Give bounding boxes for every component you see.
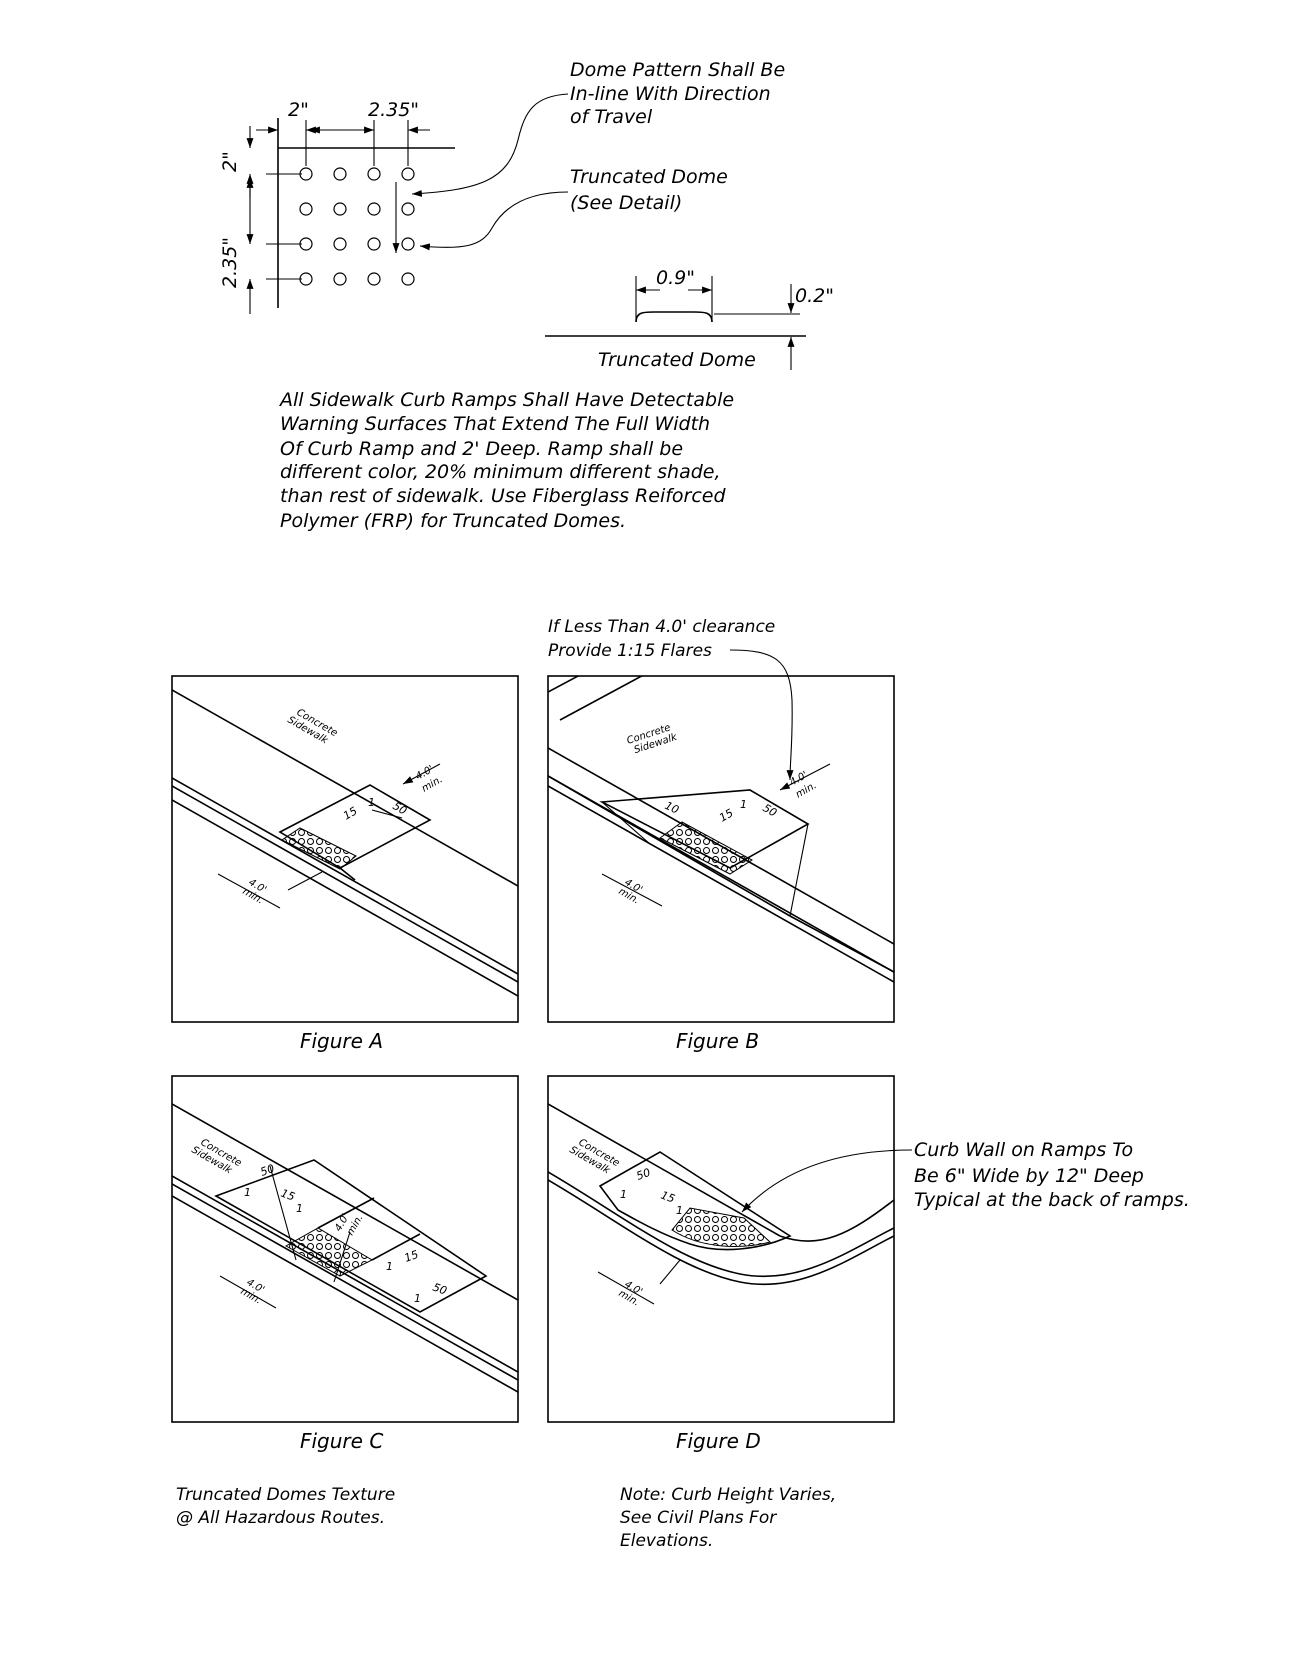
bottom-right-note: Note: Curb Height Varies, See Civil Plan…: [620, 1485, 842, 1551]
dim-235in-v: 2.35": [219, 237, 241, 288]
bottom-right-line3: Elevations.: [620, 1531, 713, 1551]
fig-b-slope-15: 15: [717, 806, 736, 824]
fig-d-slope-1: 1: [620, 1188, 627, 1201]
fig-a-caption: Figure A: [300, 1029, 383, 1053]
figure-b-note-line1: If Less Than 4.0' clearance: [548, 617, 775, 637]
figure-d-note-line2: Be 6" Wide by 12" Deep: [914, 1165, 1144, 1187]
fig-b-caption: Figure B: [676, 1029, 759, 1053]
note-dome-pattern: Dome Pattern Shall Be In-line With Direc…: [570, 59, 791, 128]
fig-c-caption: Figure C: [300, 1429, 383, 1453]
fig-c-slope-50: 50: [259, 1162, 277, 1179]
spec-line1: All Sidewalk Curb Ramps Shall Have Detec…: [278, 389, 734, 411]
fig-c-slope-1d: 1: [414, 1292, 421, 1305]
fig-b-sidewalk: Concrete Sidewalk: [626, 721, 680, 757]
section-label: Truncated Dome: [598, 349, 756, 371]
figure-b-note: If Less Than 4.0' clearance Provide 1:15…: [548, 617, 781, 661]
dim-02in: 0.2": [795, 285, 834, 307]
note-pattern-line1: Dome Pattern Shall Be: [570, 59, 785, 81]
bottom-right-line2: See Civil Plans For: [620, 1508, 777, 1528]
fig-b-slope-10: 10: [663, 799, 681, 817]
figure-c: Concrete Sidewalk 4.0' min. 4.0' min. 50…: [171, 1075, 519, 1453]
dome-grid: [266, 167, 415, 286]
fig-a-slope-15: 15: [341, 804, 360, 822]
fig-a-sidewalk: Concrete Sidewalk: [286, 705, 342, 750]
spec-line2: Warning Surfaces That Extend The Full Wi…: [280, 413, 710, 435]
spec-line6: Polymer (FRP) for Truncated Domes.: [280, 510, 626, 532]
note-pattern-line3: of Travel: [570, 106, 653, 128]
spec-line3: Of Curb Ramp and 2' Deep. Ramp shall be: [280, 438, 683, 460]
note-dome-line1: Truncated Dome: [570, 166, 728, 188]
fig-b-slope-1: 1: [740, 798, 747, 811]
dome-pattern-detail: 2" 2.35" 2" 2.35": [219, 93, 569, 314]
bottom-left-line2: @ All Hazardous Routes.: [176, 1508, 385, 1528]
spec-text: All Sidewalk Curb Ramps Shall Have Detec…: [278, 389, 740, 532]
spec-line4: different color, 20% minimum different s…: [280, 461, 721, 483]
dim-235in-h: 2.35": [368, 99, 419, 121]
dim-2in-v: 2": [219, 151, 241, 172]
fig-b-slope-50: 50: [761, 801, 780, 819]
bottom-right-line1: Note: Curb Height Varies,: [620, 1485, 836, 1505]
figure-d-note: Curb Wall on Ramps To Be 6" Wide by 12" …: [914, 1139, 1190, 1211]
fig-c-slope-50b: 50: [431, 1281, 449, 1298]
spec-line5: than rest of sidewalk. Use Fiberglass Re…: [280, 485, 726, 507]
fig-a-slope-50: 50: [391, 799, 410, 817]
figure-b-note-line2: Provide 1:15 Flares: [548, 641, 712, 661]
fig-d-slope-50: 50: [635, 1166, 653, 1183]
fig-d-slope-15: 15: [659, 1189, 677, 1206]
figure-b: Concrete Sidewalk 4.0' min. 4.0' min. 10…: [547, 675, 895, 1053]
fig-d-caption: Figure D: [676, 1429, 761, 1453]
figure-a: Concrete Sidewalk 4.0' min. 4.0' min. 15…: [171, 675, 519, 1053]
fig-c-slope-15b: 15: [403, 1248, 421, 1265]
figure-d-note-line3: Typical at the back of ramps.: [914, 1189, 1190, 1211]
fig-c-slope-15: 15: [279, 1187, 297, 1204]
fig-d-slope-1b: 1: [676, 1204, 683, 1217]
fig-c-slope-1b: 1: [296, 1202, 303, 1215]
note-dome-line2: (See Detail): [570, 192, 682, 214]
bottom-left-note: Truncated Domes Texture @ All Hazardous …: [176, 1485, 401, 1528]
dim-2in-h: 2": [288, 99, 309, 121]
fig-c-slope-1c: 1: [386, 1260, 393, 1273]
note-truncated-dome: Truncated Dome (See Detail): [570, 166, 734, 214]
figure-d-note-line1: Curb Wall on Ramps To: [914, 1139, 1133, 1161]
bottom-left-line1: Truncated Domes Texture: [176, 1485, 395, 1505]
dim-09in: 0.9": [656, 267, 695, 289]
fig-a-slope-1: 1: [368, 796, 375, 809]
figure-d: Concrete Sidewalk 4.0' min. 50 1 15 1 Fi…: [547, 1075, 913, 1453]
truncated-dome-section: 0.9" 0.2" Truncated Dome: [545, 267, 834, 371]
fig-c-slope-1: 1: [244, 1186, 251, 1199]
note-pattern-line2: In-line With Direction: [570, 83, 771, 105]
